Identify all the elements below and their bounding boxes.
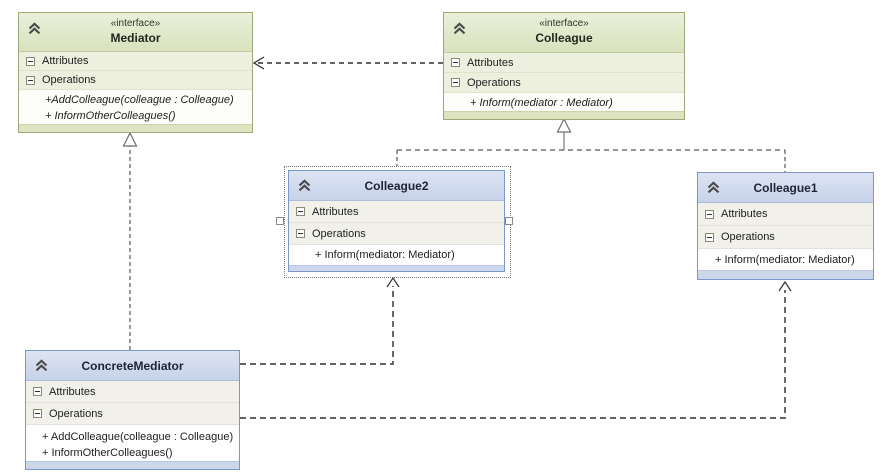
class-header[interactable]: Colleague1 (698, 173, 873, 203)
collapse-chevron-icon[interactable] (297, 179, 312, 192)
operation-item[interactable]: + AddColleague(colleague : Colleague) (42, 431, 234, 443)
collapse-minus-icon[interactable] (451, 58, 460, 67)
footer-strip (19, 124, 252, 133)
footer-strip (26, 461, 239, 469)
collapse-minus-icon[interactable] (26, 75, 35, 85)
class-box-colleague[interactable]: «interface» Colleague Attributes Operati… (443, 12, 685, 120)
collapse-chevron-icon[interactable] (706, 181, 721, 194)
stereotype-label: «interface» (539, 18, 589, 29)
attributes-row[interactable]: Attributes (26, 381, 239, 403)
class-box-concretemediator[interactable]: ConcreteMediator Attributes Operations +… (25, 350, 240, 470)
attributes-row[interactable]: Attributes (289, 201, 504, 223)
operations-list: + Inform(mediator: Mediator) (289, 245, 504, 265)
class-title: ConcreteMediator (81, 359, 184, 373)
operations-label: Operations (42, 74, 96, 87)
class-header[interactable]: «interface» Colleague (444, 13, 684, 53)
attributes-label: Attributes (467, 56, 514, 69)
operations-label: Operations (467, 76, 521, 89)
operations-row[interactable]: Operations (289, 223, 504, 245)
attributes-row[interactable]: Attributes (698, 203, 873, 226)
operations-row[interactable]: Operations (444, 73, 684, 93)
class-header[interactable]: «interface» Mediator (19, 13, 252, 53)
footer-strip (444, 111, 684, 119)
attributes-label: Attributes (312, 205, 359, 218)
dependency-colleague-to-mediator[interactable] (252, 56, 443, 70)
class-box-mediator[interactable]: «interface» Mediator Attributes Operatio… (18, 12, 253, 133)
stereotype-label: «interface» (110, 18, 161, 29)
operations-list: + Inform(mediator : Mediator) (444, 93, 684, 111)
operations-list: + AddColleague(colleague : Colleague) + … (26, 425, 239, 461)
operation-item[interactable]: + InformOtherColleagues() (42, 447, 173, 459)
attributes-label: Attributes (49, 385, 96, 398)
operations-row[interactable]: Operations (698, 226, 873, 249)
class-box-colleague1[interactable]: Colleague1 Attributes Operations + Infor… (697, 172, 874, 280)
attributes-row[interactable]: Attributes (444, 53, 684, 73)
operation-item[interactable]: +AddColleague(colleague : Colleague) (45, 94, 234, 107)
operations-label: Operations (312, 227, 366, 240)
attributes-row[interactable]: Attributes (19, 52, 252, 72)
collapse-minus-icon[interactable] (296, 207, 305, 216)
collapse-chevron-icon[interactable] (27, 22, 42, 35)
class-title: Colleague1 (753, 181, 818, 195)
class-header[interactable]: ConcreteMediator (26, 351, 239, 381)
operation-item[interactable]: + Inform(mediator: Mediator) (715, 254, 855, 266)
operation-item[interactable]: + InformOtherColleagues() (45, 110, 176, 123)
dependency-concretemediator-to-colleague1[interactable] (240, 280, 792, 419)
collapse-chevron-icon[interactable] (34, 359, 49, 372)
operations-label: Operations (49, 407, 103, 420)
operations-row[interactable]: Operations (19, 71, 252, 91)
collapse-minus-icon[interactable] (705, 232, 714, 242)
class-title: Mediator (110, 31, 161, 45)
class-title: Colleague (535, 31, 593, 45)
operation-item[interactable]: + Inform(mediator : Mediator) (470, 97, 613, 109)
resize-handle-left[interactable] (276, 217, 284, 225)
attributes-label: Attributes (721, 208, 768, 220)
collapse-minus-icon[interactable] (33, 387, 42, 396)
collapse-minus-icon[interactable] (26, 56, 35, 66)
operations-row[interactable]: Operations (26, 403, 239, 425)
dependency-concretemediator-to-colleague2[interactable] (240, 276, 400, 365)
collapse-minus-icon[interactable] (33, 409, 42, 418)
operations-list: +AddColleague(colleague : Colleague) + I… (19, 90, 252, 125)
collapse-chevron-icon[interactable] (452, 22, 467, 35)
class-box-colleague2[interactable]: Colleague2 Attributes Operations + Infor… (288, 170, 505, 272)
class-header[interactable]: Colleague2 (289, 171, 504, 201)
operations-label: Operations (721, 231, 775, 243)
realization-colleagues-to-colleague[interactable] (396, 117, 786, 172)
resize-handle-right[interactable] (505, 217, 513, 225)
footer-strip (289, 265, 504, 271)
attributes-label: Attributes (42, 55, 89, 68)
collapse-minus-icon[interactable] (705, 209, 714, 219)
realization-concretemediator-to-mediator[interactable] (122, 131, 138, 350)
footer-strip (698, 270, 873, 279)
collapse-minus-icon[interactable] (451, 78, 460, 87)
collapse-minus-icon[interactable] (296, 229, 305, 238)
operations-list: + Inform(mediator: Mediator) (698, 249, 873, 270)
class-title: Colleague2 (364, 179, 429, 193)
operation-item[interactable]: + Inform(mediator: Mediator) (315, 249, 455, 261)
